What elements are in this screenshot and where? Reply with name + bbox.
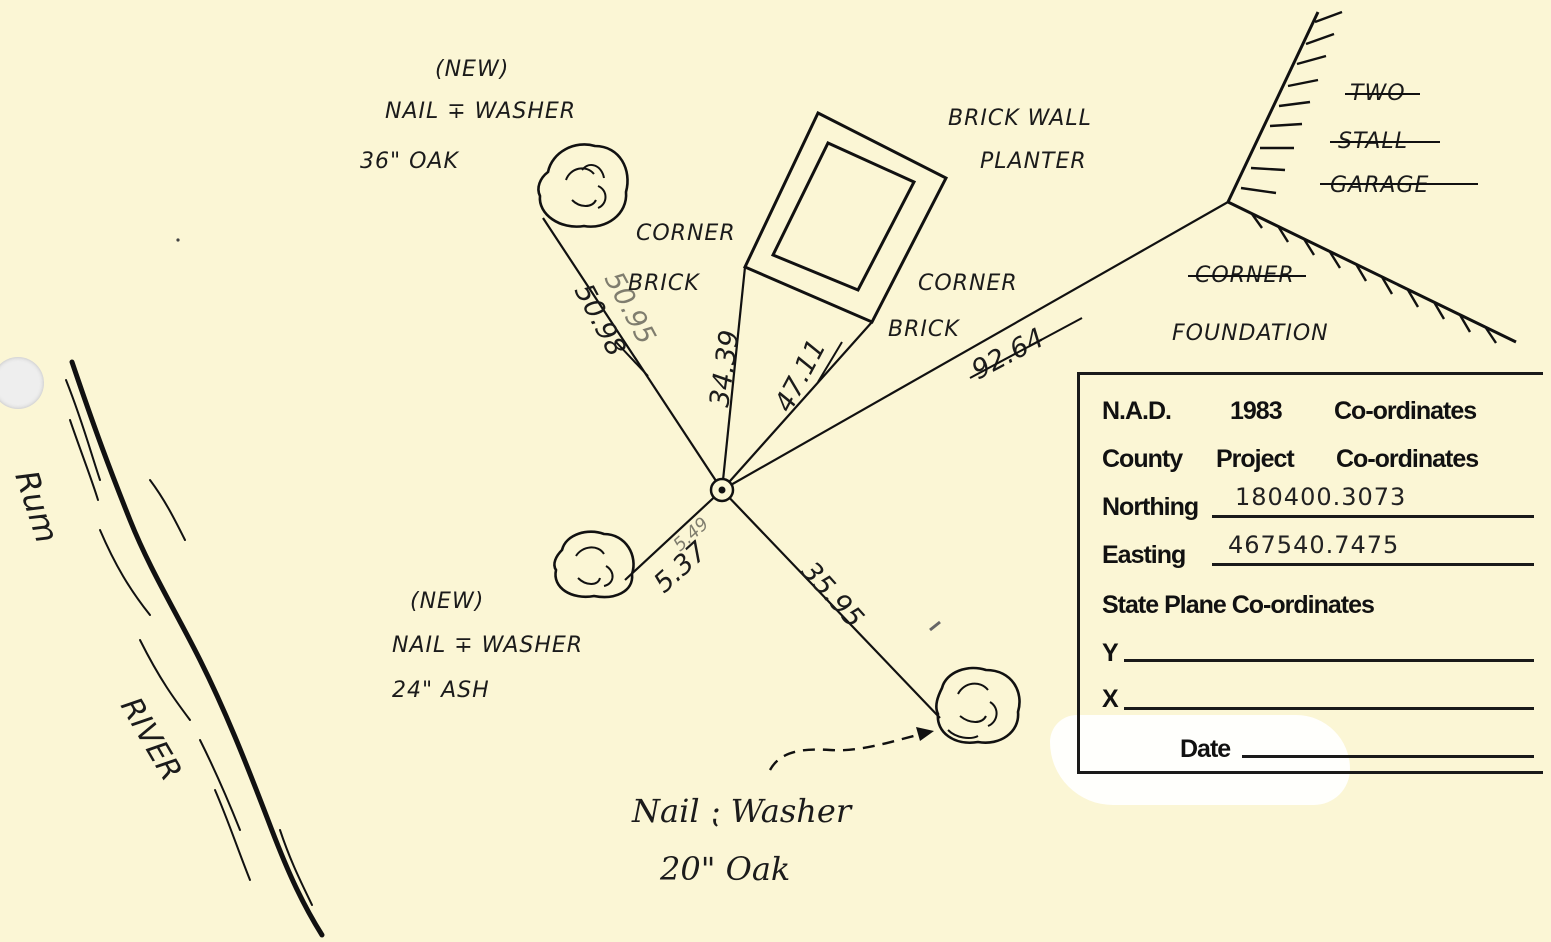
tree-36in-oak [537,143,629,228]
river-bank-ripple [149,479,186,541]
label-garage-line3: GARAGE [1330,173,1429,198]
label-s-tree: 20" Oak [659,850,790,888]
river-bank-ripple [139,639,191,721]
northing-value: 180400.3073 [1235,483,1407,511]
strike-nw-tree [615,341,649,377]
line-to-corner-brick-right [721,321,873,491]
river-bank-main [69,359,325,938]
northing-label: Northing [1102,493,1199,521]
brick-wall-planter [742,110,949,324]
line-to-24in-ash [624,489,723,581]
date-label: Date [1180,735,1231,763]
label-sw-tree: 24" ASH [392,678,490,703]
easting-label: Easting [1102,541,1186,569]
county-project: Project [1216,445,1295,473]
measurement-corner-brick-left: 34.39 [704,328,745,409]
x-line [1124,707,1534,710]
stray-mark [929,620,941,632]
river [65,359,325,938]
stray-dot [176,238,180,242]
label-sw-nail-washer: NAIL ∓ WASHER [392,633,583,658]
line-to-corner-foundation [721,201,1229,491]
river-bank-ripple [65,379,101,481]
strike-corner-brick-right [817,341,843,383]
garage-wall-hatch [1240,10,1497,344]
punch-hole [0,357,44,409]
control-point-center [718,486,726,494]
easting-value: 467540.7475 [1228,531,1400,559]
y-label: Y [1102,639,1119,667]
nad-year: 1983 [1230,397,1283,425]
garage-wall-east [1227,200,1517,344]
county-row: County Project Co-ordinates [1102,445,1479,474]
river-label-river: RIVER [113,692,188,787]
measurement-lines [542,201,1229,719]
label-planter-line2: PLANTER [980,149,1087,174]
nad-label: N.A.D. [1102,397,1172,425]
tree-20in-oak [935,666,1021,744]
tree-canopy [553,530,635,599]
label-corner-brick-left-line2: BRICK [628,271,700,296]
river-bank-ripple [279,829,313,906]
river-bank-ripple [199,739,241,831]
label-planter-line1: BRICK WALL [948,106,1092,131]
pointer-arrowhead [916,727,934,741]
line-to-20in-oak [721,489,941,719]
easting-line [1212,563,1534,566]
line-to-corner-brick-left [720,266,747,491]
state-plane-label: State Plane Co-ordinates [1102,591,1375,619]
northing-line [1212,515,1534,518]
river-bank-ripple [214,789,251,881]
planter-outer-wall [742,110,949,324]
garage-foundation [1226,10,1517,344]
river-label-rum: Rum [7,466,66,548]
river-bank-ripple [69,419,99,501]
tree-canopy-detail [575,546,614,587]
tree-24in-ash [553,530,635,599]
nad-coordinates: Co-ordinates [1334,397,1477,425]
label-corner-brick-right-line2: BRICK [888,317,960,342]
strike-corner-foundation-measure [969,317,1083,379]
label-nw-nail-washer: NAIL ∓ WASHER [385,99,576,124]
label-corner-brick-right-line1: CORNER [918,271,1018,296]
label-corner-brick-left-line1: CORNER [636,221,736,246]
x-label: X [1102,685,1119,713]
river-bank-ripple [99,529,151,616]
pointer-arrow [768,731,926,771]
county-label: County [1102,445,1183,473]
control-point [709,477,735,503]
coordinates-box: N.A.D. 1983 Co-ordinates County Project … [1077,372,1543,774]
y-line [1124,659,1534,662]
tree-canopy-detail [565,163,607,209]
line-to-36in-oak [542,217,723,491]
correction-fluid-smudge [1050,715,1350,805]
tree-canopy [935,666,1021,744]
label-corner-foundation-line2: FOUNDATION [1172,321,1329,346]
measurement-s-tree: 35.95 [795,556,870,634]
label-sw-new: (NEW) [410,589,484,614]
date-line [1242,755,1534,758]
garage-wall-north [1226,11,1320,203]
tree-canopy-detail [947,682,998,739]
county-coordinates: Co-ordinates [1336,445,1479,473]
planter-inner-wall [770,141,917,292]
tree-canopy [537,143,629,228]
label-s-nail-washer: Nail ⁏ Washer [631,792,853,830]
measurement-corner-foundation: 92.64 [967,323,1050,387]
label-nw-tree: 36" OAK [360,149,459,174]
label-nw-new: (NEW) [435,57,509,82]
nad-row: N.A.D. 1983 Co-ordinates [1102,397,1477,426]
